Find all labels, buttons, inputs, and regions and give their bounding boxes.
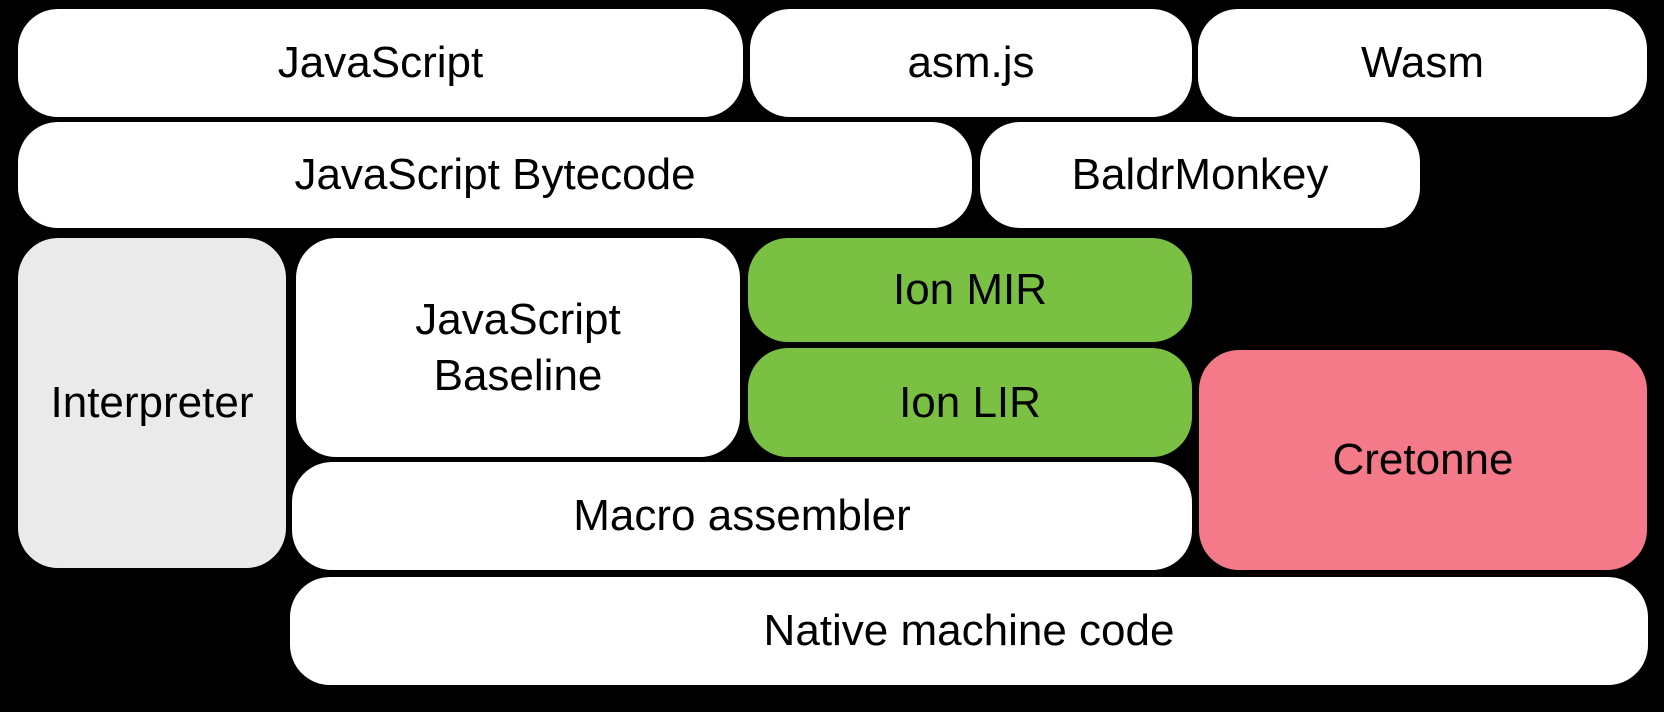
node-ion-mir-label: Ion MIR (892, 265, 1048, 314)
node-javascript-baseline-label: JavaScript Baseline (415, 294, 621, 400)
node-ion-lir-label: Ion LIR (899, 377, 1041, 427)
node-interpreter: Interpreter (18, 238, 286, 568)
node-wasm-label: Wasm (1360, 38, 1485, 87)
node-cretonne-label: Cretonne (1332, 435, 1514, 484)
node-native-machine-code: Native machine code (290, 577, 1648, 685)
node-ion-lir: Ion LIR (748, 348, 1192, 457)
node-interpreter-label: Interpreter (50, 378, 254, 427)
node-javascript-bytecode: JavaScript Bytecode (18, 122, 972, 228)
node-wasm: Wasm (1198, 9, 1647, 117)
node-javascript: JavaScript (18, 9, 743, 117)
node-javascript-baseline: JavaScript Baseline (296, 238, 740, 457)
node-javascript-bytecode-label: JavaScript Bytecode (294, 150, 696, 199)
node-ion-mir: Ion MIR (748, 238, 1192, 342)
node-cretonne: Cretonne (1199, 350, 1647, 570)
node-macro-assembler: Macro assembler (292, 462, 1192, 570)
node-macro-assembler-label: Macro assembler (573, 491, 911, 540)
node-asmjs-label: asm.js (907, 38, 1035, 87)
node-native-machine-code-label: Native machine code (763, 606, 1175, 655)
node-baldrmonkey-label: BaldrMonkey (1071, 150, 1329, 199)
node-asmjs: asm.js (750, 9, 1192, 117)
node-javascript-label: JavaScript (277, 38, 484, 87)
node-baldrmonkey: BaldrMonkey (980, 122, 1420, 228)
